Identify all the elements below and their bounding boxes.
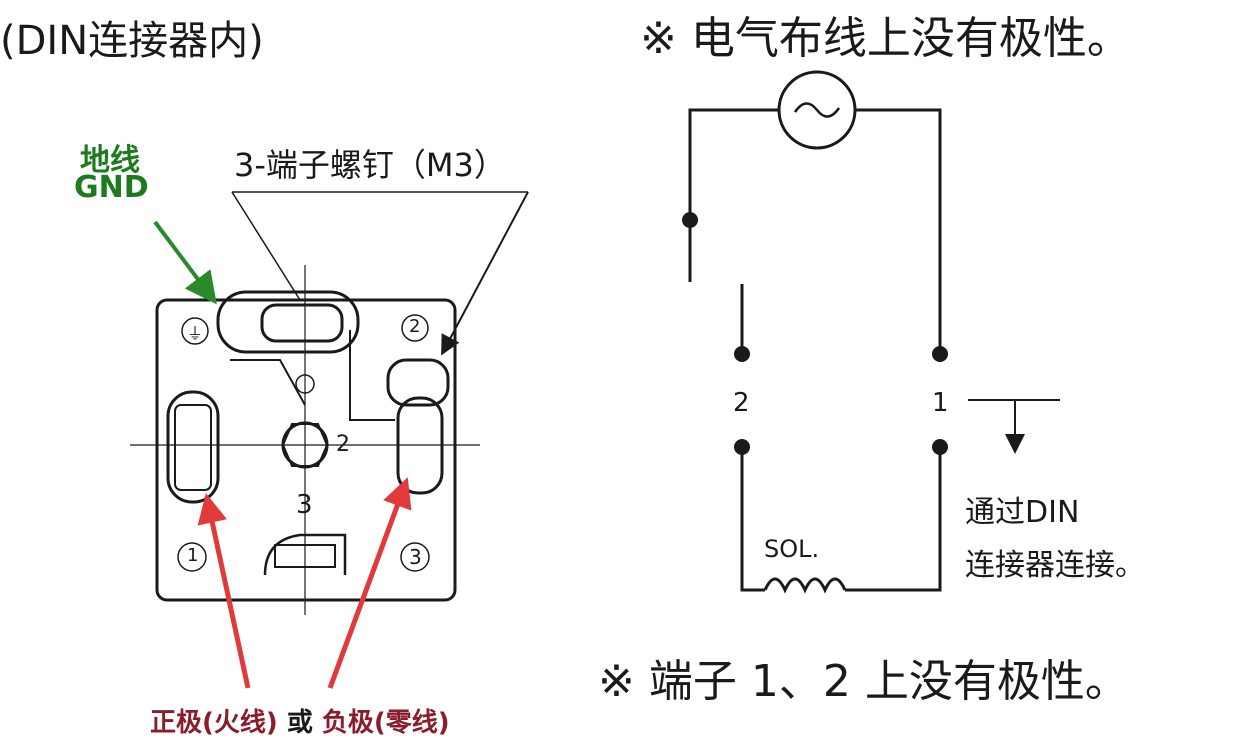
title-left: (DIN连接器内) bbox=[0, 18, 264, 64]
ground-symbol-icon: ⏚ bbox=[187, 324, 204, 343]
terminal-2-label: 2 bbox=[733, 388, 750, 418]
negative-label: 负极(零线) bbox=[321, 708, 450, 738]
gnd-label-en: GND bbox=[74, 170, 149, 205]
positive-label: 正极(火线) bbox=[150, 708, 278, 738]
negative-arrow bbox=[327, 477, 412, 689]
connector-mark-2: 2 bbox=[409, 316, 421, 337]
din-note-line2: 连接器连接。 bbox=[965, 548, 1145, 583]
screw-leader-lines bbox=[231, 191, 529, 356]
connector-mark-3: 3 bbox=[409, 545, 422, 569]
sol-label: SOL. bbox=[764, 535, 820, 563]
screw-label: 3-端子螺钉（M3） bbox=[234, 146, 506, 184]
connector-center-2: 2 bbox=[336, 432, 350, 457]
din-connector-drawing bbox=[130, 265, 480, 615]
positive-arrow bbox=[197, 493, 251, 689]
gnd-arrow bbox=[153, 220, 217, 305]
footer-note: ※ 端子 1、2 上没有极性。 bbox=[598, 656, 1129, 707]
din-note-line1: 通过DIN bbox=[965, 495, 1080, 530]
connector-mark-1: 1 bbox=[187, 545, 199, 566]
gnd-label-cn: 地线 bbox=[80, 143, 140, 178]
solenoid-coil-icon bbox=[763, 577, 847, 594]
title-right: ※ 电气布线上没有极性。 bbox=[640, 13, 1131, 64]
or-label: 或 bbox=[286, 708, 313, 738]
polarity-label: 正极(火线) 或 负极(零线) bbox=[150, 702, 450, 739]
terminal-1-label: 1 bbox=[932, 388, 949, 418]
connector-center-3: 3 bbox=[296, 490, 313, 520]
terminal-dots bbox=[682, 212, 948, 455]
